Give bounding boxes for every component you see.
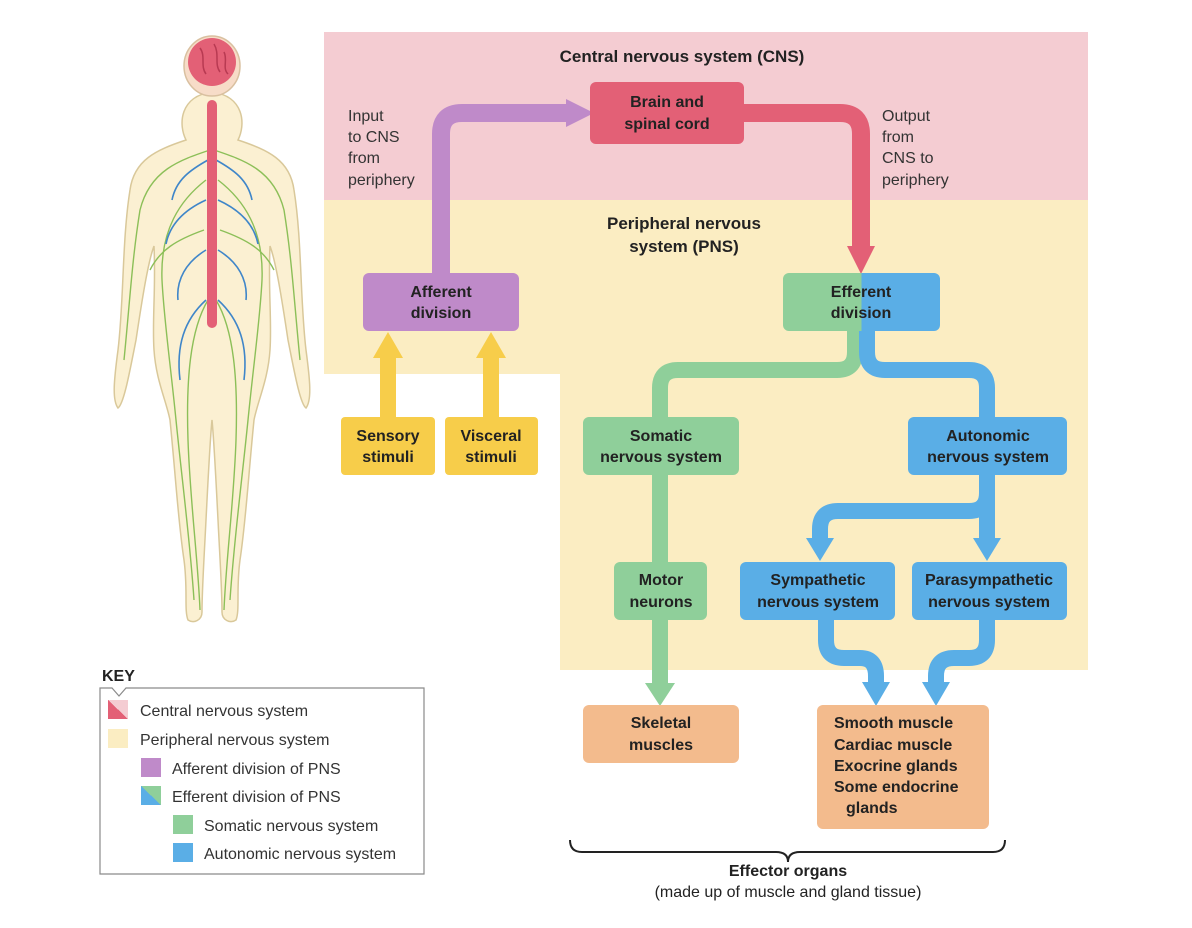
visceral-to-afferent-arrow	[476, 332, 506, 420]
svg-text:nervous system: nervous system	[928, 594, 1050, 611]
svg-text:Output: Output	[882, 108, 931, 125]
svg-text:Smooth muscle: Smooth muscle	[834, 715, 953, 732]
svg-text:Autonomic: Autonomic	[946, 428, 1030, 445]
svg-text:to CNS: to CNS	[348, 129, 400, 146]
svg-text:Skeletal: Skeletal	[631, 715, 691, 732]
key-swatch-cns	[108, 700, 128, 719]
effector-brace	[569, 839, 1006, 863]
svg-text:from: from	[348, 150, 380, 167]
human-body-illustration	[113, 35, 311, 623]
svg-text:Brain and: Brain and	[630, 94, 704, 111]
key-legend: KEY Central nervous system Peripheral ne…	[99, 668, 425, 875]
svg-text:division: division	[831, 305, 891, 322]
somatic-nervous-system-box: Somatic nervous system	[583, 417, 739, 475]
svg-text:Input: Input	[348, 108, 384, 125]
effector-organs-subtitle: (made up of muscle and gland tissue)	[655, 884, 922, 901]
input-label: Input to CNS from periphery	[348, 108, 415, 189]
output-label: Output from CNS to periphery	[882, 108, 949, 189]
key-item-afferent: Afferent division of PNS	[172, 761, 341, 778]
svg-text:Visceral: Visceral	[460, 428, 521, 445]
efferent-to-autonomic-arrow	[859, 330, 995, 420]
svg-text:Parasympathetic: Parasympathetic	[925, 572, 1053, 589]
svg-text:glands: glands	[846, 800, 898, 817]
key-item-cns: Central nervous system	[140, 703, 308, 720]
key-item-pns: Peripheral nervous system	[140, 732, 329, 749]
svg-text:Efferent: Efferent	[831, 284, 892, 301]
key-swatch-pns	[108, 729, 128, 748]
sympathetic-nervous-system-box: Sympathetic nervous system	[740, 562, 895, 620]
efferent-division-box: Efferent division	[783, 273, 940, 331]
pns-title-line1: Peripheral nervous	[607, 214, 761, 233]
svg-text:Sensory: Sensory	[356, 428, 419, 445]
pns-title-line2: system (PNS)	[629, 237, 739, 256]
svg-text:nervous system: nervous system	[927, 449, 1049, 466]
parasympathetic-to-effector-arrow	[922, 619, 995, 706]
svg-text:CNS to: CNS to	[882, 150, 934, 167]
autonomic-nervous-system-box: Autonomic nervous system	[908, 417, 1067, 475]
sympathetic-to-effector-arrow	[818, 619, 890, 706]
svg-text:Somatic: Somatic	[630, 428, 692, 445]
somatic-to-motor-connector	[652, 474, 668, 566]
key-title: KEY	[102, 668, 135, 685]
svg-text:Sympathetic: Sympathetic	[770, 572, 865, 589]
svg-text:Cardiac muscle: Cardiac muscle	[834, 737, 952, 754]
motor-neurons-box: Motor neurons	[614, 562, 707, 620]
brain-spinal-cord-box: Brain and spinal cord	[590, 82, 744, 144]
key-swatch-afferent	[141, 758, 161, 777]
afferent-division-box: Afferent division	[363, 273, 519, 331]
brain-to-efferent-arrow	[744, 104, 875, 274]
svg-text:nervous system: nervous system	[600, 449, 722, 466]
effector-organs-title: Effector organs	[729, 863, 847, 880]
svg-text:spinal cord: spinal cord	[624, 116, 709, 133]
visceral-stimuli-box: Visceral stimuli	[445, 417, 538, 475]
svg-text:from: from	[882, 129, 914, 146]
parasympathetic-nervous-system-box: Parasympathetic nervous system	[912, 562, 1067, 620]
skeletal-muscles-box: Skeletal muscles	[583, 705, 739, 763]
key-item-efferent: Efferent division of PNS	[172, 789, 341, 806]
cns-title: Central nervous system (CNS)	[560, 47, 805, 66]
svg-text:stimuli: stimuli	[362, 449, 414, 466]
sensory-to-afferent-arrow	[373, 332, 403, 420]
key-swatch-autonomic	[173, 843, 193, 862]
svg-text:Exocrine glands: Exocrine glands	[834, 758, 958, 775]
motor-to-skeletal-arrow	[645, 619, 675, 706]
svg-text:periphery: periphery	[882, 172, 949, 189]
svg-text:division: division	[411, 305, 471, 322]
svg-text:nervous system: nervous system	[757, 594, 879, 611]
autonomic-to-parasympathetic-arrow	[973, 480, 1001, 561]
svg-text:Motor: Motor	[639, 572, 683, 589]
smooth-muscle-glands-box: Smooth muscle Cardiac muscle Exocrine gl…	[817, 705, 989, 829]
key-swatch-efferent	[141, 786, 161, 805]
svg-text:muscles: muscles	[629, 737, 693, 754]
svg-text:Afferent: Afferent	[410, 284, 472, 301]
efferent-to-somatic-arrow	[652, 330, 863, 420]
svg-text:periphery: periphery	[348, 172, 415, 189]
svg-text:Some endocrine: Some endocrine	[834, 779, 959, 796]
sensory-stimuli-box: Sensory stimuli	[341, 417, 435, 475]
key-item-somatic: Somatic nervous system	[204, 818, 378, 835]
key-item-autonomic: Autonomic nervous system	[204, 846, 396, 863]
svg-text:stimuli: stimuli	[465, 449, 517, 466]
svg-text:neurons: neurons	[629, 594, 692, 611]
key-swatch-somatic	[173, 815, 193, 834]
afferent-to-brain-arrow	[432, 99, 594, 275]
